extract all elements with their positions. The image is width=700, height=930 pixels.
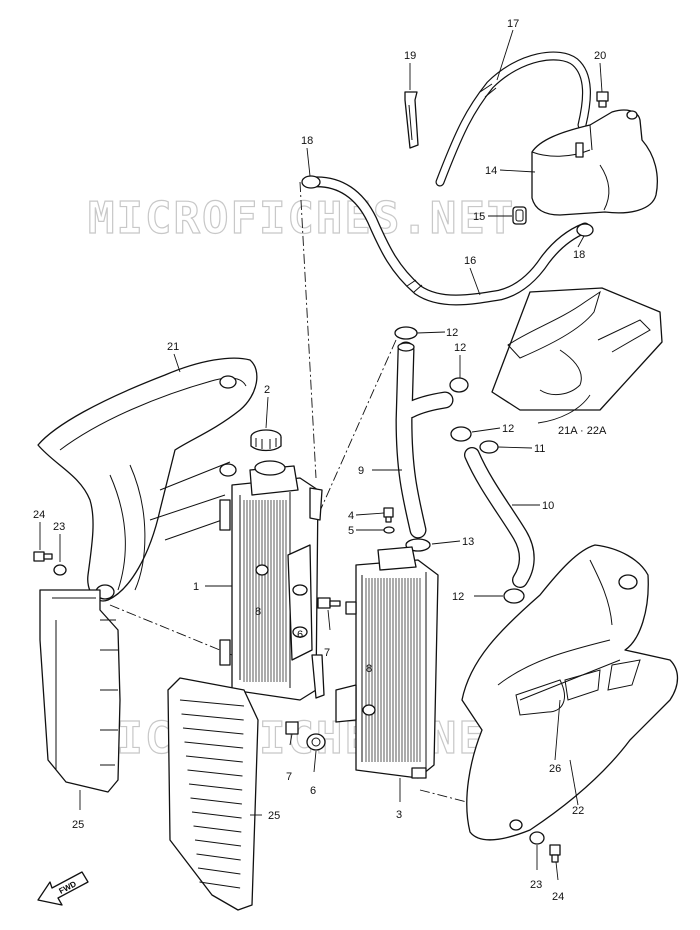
guard-louver [179, 699, 245, 707]
callout-17: 17 [507, 18, 519, 30]
callout-7: 7 [324, 647, 330, 659]
bolt-washer [383, 507, 395, 534]
hose-clip [404, 91, 419, 149]
callout-15: 15 [473, 211, 485, 223]
guard-louver [184, 741, 244, 749]
callout-25: 25 [72, 819, 84, 831]
fwd-arrow-icon: FWD [37, 871, 89, 906]
callout-18: 18 [301, 135, 313, 147]
guard-louver [191, 811, 242, 819]
leader-lines [39, 29, 603, 881]
callout-12: 12 [454, 342, 466, 354]
callout-6: 6 [297, 629, 303, 641]
callout-2: 2 [264, 384, 270, 396]
callout-5: 5 [348, 525, 354, 537]
guard-louver [181, 713, 244, 721]
radiator-cap [250, 429, 282, 452]
hose-clamp [301, 175, 594, 237]
callout-18: 18 [573, 249, 585, 261]
guard-louver [194, 839, 242, 847]
right-radiator [335, 546, 439, 779]
radiator-cover-decal [491, 287, 663, 411]
callout-16: 16 [464, 255, 476, 267]
callout-22: 22 [572, 805, 584, 817]
guard-louver [188, 783, 243, 791]
callout-labels: 17 19 20 18 14 15 18 16 12 12 12 11 10 2… [33, 18, 607, 903]
guard-louver [187, 769, 243, 777]
callout-4: 4 [348, 510, 354, 522]
callout-8: 8 [366, 663, 372, 675]
guard-louver [190, 797, 242, 805]
callout-12: 12 [502, 423, 514, 435]
assembly-lines [109, 181, 499, 811]
mount-bracket [285, 544, 341, 751]
lower-hose [464, 440, 535, 588]
callout-14: 14 [485, 165, 497, 177]
hose-clamp [394, 326, 525, 604]
callout-3: 3 [396, 809, 402, 821]
guard-louver [193, 825, 242, 833]
callout-9: 9 [358, 465, 364, 477]
callout-21: 21 [167, 341, 179, 353]
callout-21a-22a: 21A · 22A [558, 425, 607, 437]
grommet [512, 206, 527, 225]
callout-24: 24 [552, 891, 564, 903]
guard-louver [185, 755, 243, 763]
guard-louver [197, 867, 241, 875]
watermark-bottom: MICROFICHES.NET [88, 713, 515, 764]
callout-23: 23 [530, 879, 542, 891]
callout-24: 24 [33, 509, 45, 521]
guard-louver [196, 853, 241, 861]
callout-19: 19 [404, 50, 416, 62]
right-radiator-guard [167, 677, 259, 911]
reservoir-tank [531, 109, 658, 216]
callout-20: 20 [594, 50, 606, 62]
callout-12: 12 [452, 591, 464, 603]
callout-23: 23 [53, 521, 65, 533]
guard-louver [182, 727, 244, 735]
callout-6: 6 [310, 785, 316, 797]
callout-11: 11 [534, 443, 545, 455]
callout-8: 8 [255, 606, 261, 618]
callout-13: 13 [462, 536, 474, 548]
callout-26: 26 [549, 763, 561, 775]
left-radiator-shroud [37, 357, 258, 602]
right-radiator-shroud [461, 544, 679, 841]
left-radiator-guard [39, 589, 121, 793]
shroud-hardware [33, 551, 561, 863]
overflow-hose [306, 176, 591, 306]
callout-25: 25 [268, 810, 280, 822]
callout-7: 7 [286, 771, 292, 783]
callout-10: 10 [542, 500, 554, 512]
reservoir-bolt [596, 91, 609, 108]
reservoir-hose [435, 51, 591, 187]
guard-louver [199, 881, 241, 889]
callout-1: 1 [193, 581, 199, 593]
callout-12: 12 [446, 327, 458, 339]
center-hose [395, 341, 454, 539]
